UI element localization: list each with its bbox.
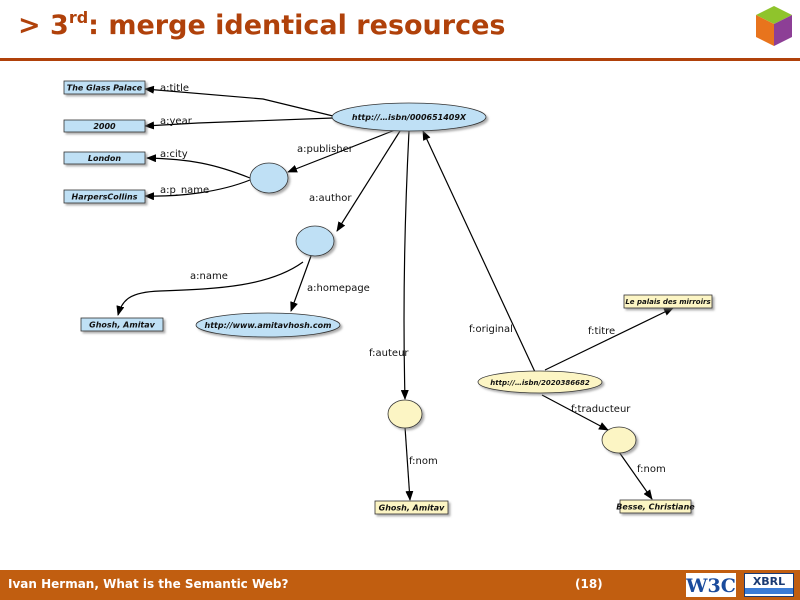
resource-isbn-french-label: http://…isbn/2020386682 [490,379,590,387]
edge-label-title: a:title [160,83,189,94]
literal-title: The Glass Palace [67,84,143,93]
title-superscript: rd [68,8,89,27]
edge-label-name: a:name [190,271,228,282]
xbrl-logo-stripe [745,588,793,594]
literal-box-name [80,317,164,332]
blank-node-auteur [387,399,423,429]
title-text: : merge identical resources [88,10,506,41]
edge-label-city: a:city [160,149,188,160]
literal-titre: Le palais des mirroirs [625,298,710,306]
edge-label-traducteur: f:traducteur [571,404,631,415]
resource-isbn-english-label: http://…isbn/000651409X [352,113,467,122]
edge-author [336,130,401,232]
edge-label-auteur: f:auteur [369,348,409,359]
literal-name: Ghosh, Amitav [89,321,156,330]
resource-isbn-english [331,102,487,132]
edge-city [146,154,251,179]
edge-label-original: f:original [469,324,513,335]
edge-name [116,261,304,316]
title-prefix: > 3 [18,10,69,41]
slide-title: > 3rd: merge identical resources [18,8,506,41]
literal-box-year [63,119,146,133]
edge-label-publisher: a:publisher [297,144,354,155]
literal-box-city [63,151,146,165]
edge-label-author: a:author [309,193,352,204]
edge-publisher [287,129,396,173]
semantic-web-cube-logo [756,6,792,46]
edge-homepage [290,255,312,312]
w3c-logo-text: W3C [686,575,736,597]
blank-node-author [295,225,335,257]
edge-label-nom-traducteur: f:nom [637,464,666,475]
page-number: (18) [575,577,603,591]
edge-nom-author [404,426,414,501]
resource-homepage [195,312,341,338]
xbrl-logo-text: XBRL [752,575,786,588]
resource-homepage-label: http://www.amitavhosh.com [205,321,332,330]
edge-pname [144,179,251,201]
edge-label-nom-author: f:nom [409,456,438,467]
xbrl-logo: XBRL [744,573,794,597]
literal-box-pname [63,189,146,204]
literal-year: 2000 [93,122,116,131]
edge-original [422,130,536,373]
rdf-graph-diagram: a:title a:year a:city a:p_name a:publish… [63,80,713,515]
blank-node-traducteur [601,426,637,454]
w3c-logo: W3C [686,573,736,597]
edge-year [144,117,334,130]
resource-isbn-french [477,370,603,394]
footer-author: Ivan Herman, What is the Semantic Web? [8,577,289,591]
edge-nom-traducteur [618,451,653,500]
blank-node-publisher [249,162,289,194]
literal-box-titre [623,294,713,309]
edge-label-titre: f:titre [588,326,615,337]
edge-label-pname: a:p_name [160,185,209,196]
edge-title [144,85,334,117]
edge-auteur [400,130,410,400]
literal-box-nom-author [374,500,449,515]
literal-box-nom-traducteur [619,499,692,514]
edge-traducteur [541,394,609,431]
literal-pname: HarpersCollins [72,193,138,202]
title-divider [0,58,800,61]
literal-box-title [63,80,146,95]
literal-city: London [88,154,122,163]
literal-nom-traducteur: Besse, Christiane [616,503,695,512]
edge-label-year: a:year [160,116,193,127]
edge-label-homepage: a:homepage [307,283,370,294]
literal-nom-author: Ghosh, Amitav [379,504,446,513]
edge-titre [544,307,674,371]
footer-bar: Ivan Herman, What is the Semantic Web? (… [0,570,800,600]
